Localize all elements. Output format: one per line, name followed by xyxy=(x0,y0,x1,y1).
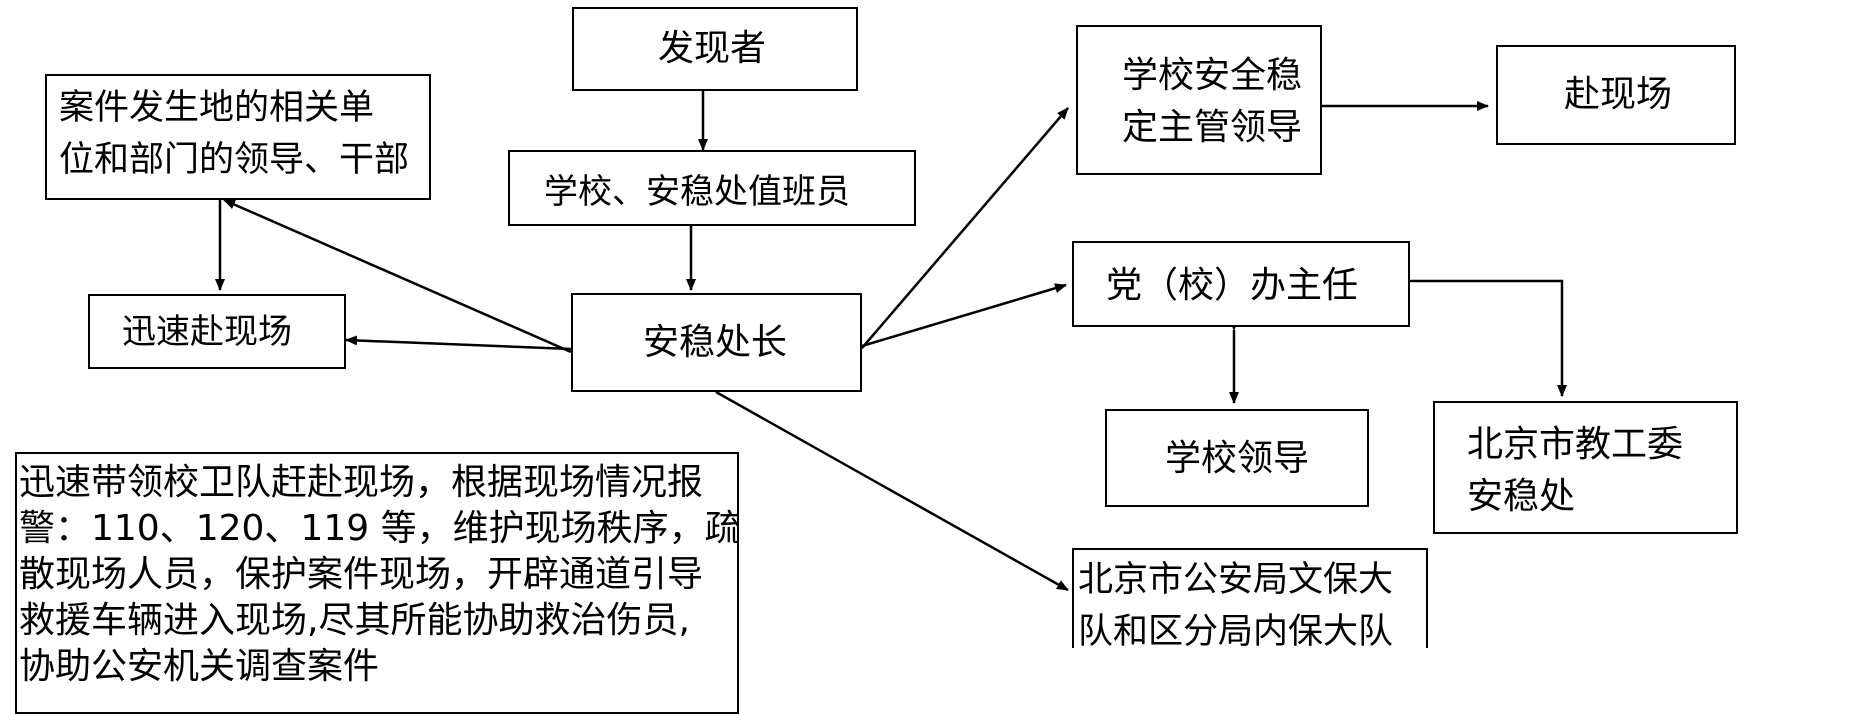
arrow-director-safety-leader xyxy=(851,107,1069,360)
discoverer-label: 发现者 xyxy=(658,28,767,69)
rush-to-scene-right-label: 赴现场 xyxy=(1564,74,1673,115)
discoverer-box: 发现者 xyxy=(572,7,858,91)
safety-leader-box: 学校安全稳 定主管领导 xyxy=(1076,25,1322,175)
arrow-director-to-rush-left xyxy=(345,335,572,351)
arrow-director-to-police xyxy=(715,390,1069,592)
arrow-director-to-office-director xyxy=(861,283,1067,348)
beijing-police-label: 北京市公安局文保大 队和区分局内保大队 xyxy=(1078,560,1394,648)
school-leaders-box: 学校领导 xyxy=(1105,409,1369,507)
instructions-note-text: 迅速带领校卫队赶赴现场，根据现场情况报 警：110、120、119 等，维护现场… xyxy=(19,462,739,687)
rush-to-scene-left-label: 迅速赴现场 xyxy=(122,312,292,352)
office-director-label: 党（校）办主任 xyxy=(1106,265,1359,306)
arrow-office-director-to-education-committee xyxy=(1410,279,1567,397)
site-unit-leaders-box: 案件发生地的相关单 位和部门的领导、干部 xyxy=(45,74,431,200)
beijing-education-committee-label: 北京市教工委 安稳处 xyxy=(1467,424,1684,517)
instructions-note-box: 迅速带领校卫队赶赴现场，根据现场情况报 警：110、120、119 等，维护现场… xyxy=(15,452,739,714)
security-director-box: 安稳处长 xyxy=(571,293,862,392)
security-director-label: 安稳处长 xyxy=(643,322,788,363)
school-leaders-label: 学校领导 xyxy=(1165,438,1310,479)
duty-officer-label: 学校、安稳处值班员 xyxy=(544,172,850,212)
rush-to-scene-left-box: 迅速赴现场 xyxy=(88,294,346,369)
beijing-education-committee-box: 北京市教工委 安稳处 xyxy=(1433,401,1738,534)
office-director-box: 党（校）办主任 xyxy=(1072,241,1410,327)
duty-officer-box: 学校、安稳处值班员 xyxy=(508,150,916,226)
beijing-police-box: 北京市公安局文保大 队和区分局内保大队 xyxy=(1072,548,1428,648)
rush-to-scene-right-box: 赴现场 xyxy=(1496,45,1736,145)
site-unit-leaders-label: 案件发生地的相关单 位和部门的领导、干部 xyxy=(59,88,410,180)
arrow-director-to-site-unit-leaders xyxy=(223,198,572,354)
safety-leader-label: 学校安全稳 定主管领导 xyxy=(1122,55,1303,148)
